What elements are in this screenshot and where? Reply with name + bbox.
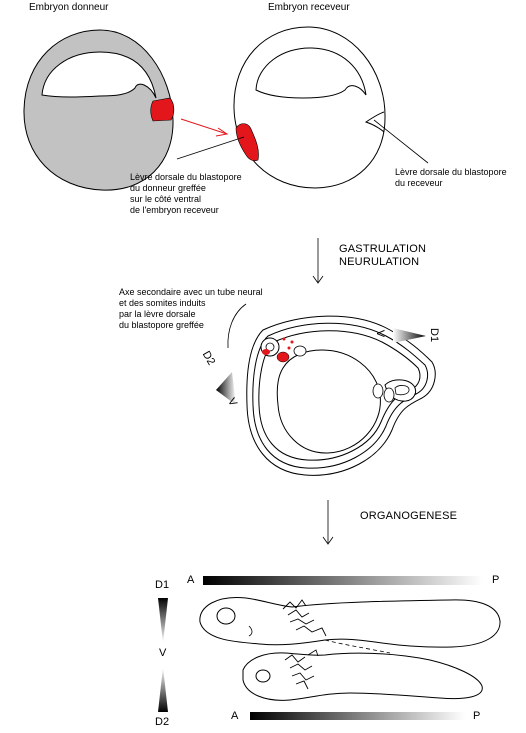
ap-gradient-bottom: [250, 712, 465, 720]
tadpole-secondary-fin: [307, 649, 319, 657]
donor-embryo: [23, 29, 175, 191]
recipient-somite-2: [383, 387, 395, 403]
down-arrow: [322, 500, 334, 545]
recipient-embryo: [233, 26, 386, 189]
tadpole-secondary-gills: [284, 654, 315, 690]
tadpole-secondary-body: [242, 652, 483, 701]
neurula-inner-layer: [258, 330, 421, 461]
induced-cell-1: [282, 337, 286, 341]
archenteron: [276, 349, 381, 454]
secondary-somite-right: [293, 345, 307, 357]
title-donor-embryo: Embryon donneur: [29, 2, 109, 13]
tadpole-connection-dashed: [324, 639, 391, 654]
axis-label-p-top: P: [492, 574, 500, 586]
transfer-arrow: [180, 118, 229, 137]
axis-label-a-bottom: A: [231, 710, 239, 722]
d2-vertical-gradient: [158, 667, 168, 712]
d1-gradient-triangle: [393, 328, 426, 343]
axis-label-a-top: A: [187, 574, 195, 586]
recipient-lip-leader-line: [373, 119, 429, 164]
d2-gradient-triangle: [216, 372, 236, 405]
d1-vertical-gradient: [158, 598, 168, 643]
grafted-lip: [235, 123, 259, 162]
step-gastrulation: GASTRULATION NEURULATION: [339, 243, 427, 268]
tadpole-secondary: [242, 649, 483, 701]
induced-cell-3: [287, 346, 291, 350]
axis-label-v: V: [159, 647, 167, 659]
axis-label-d2: D2: [155, 716, 170, 728]
recipient-blastocoel: [255, 47, 367, 99]
label-recipient-lip: Lèvre dorsale du blastopore du receveur: [395, 167, 507, 188]
donor-dorsal-lip-graft: [150, 97, 175, 122]
step-organogenesis: ORGANOGENESE: [360, 510, 458, 522]
tadpole-primary-gills: [282, 599, 327, 637]
axis-label-p-bottom: P: [473, 710, 481, 722]
tadpole-primary-eye: [216, 607, 236, 625]
tadpole-primary: [199, 597, 501, 648]
secondary-axis-leader: [227, 303, 247, 349]
tadpole-primary-body: [199, 597, 501, 648]
neurula-middle-layer: [252, 322, 429, 469]
title-recipient-embryo: Embryon receveur: [268, 2, 350, 13]
recipient-somite-1: [372, 383, 384, 399]
recipient-lip-notch: [364, 111, 385, 133]
secondary-neural-tube-inner: [265, 342, 275, 352]
tadpole-primary-mouth: [248, 625, 253, 637]
axis-label-v-neurula: V: [374, 329, 387, 338]
ap-gradient-top: [203, 576, 483, 585]
axis-label-d1: D1: [155, 579, 170, 591]
tadpole-secondary-eye: [255, 669, 271, 683]
donor-blastocoel: [41, 51, 157, 99]
label-graft: Lèvre dorsale du blastopore du donneur g…: [130, 172, 242, 215]
neurula-section: [227, 303, 436, 476]
recipient-neural-tube: [394, 385, 410, 396]
axis-label-d1-neurula: D1: [428, 328, 440, 343]
induced-cell-2: [290, 340, 294, 344]
label-secondary-axis: Axe secondaire avec un tube neural et de…: [119, 287, 263, 330]
graft-leader-line: [176, 136, 245, 160]
down-arrow: [312, 238, 324, 284]
secondary-somite-left: [262, 349, 270, 355]
secondary-notochord: [276, 351, 290, 363]
